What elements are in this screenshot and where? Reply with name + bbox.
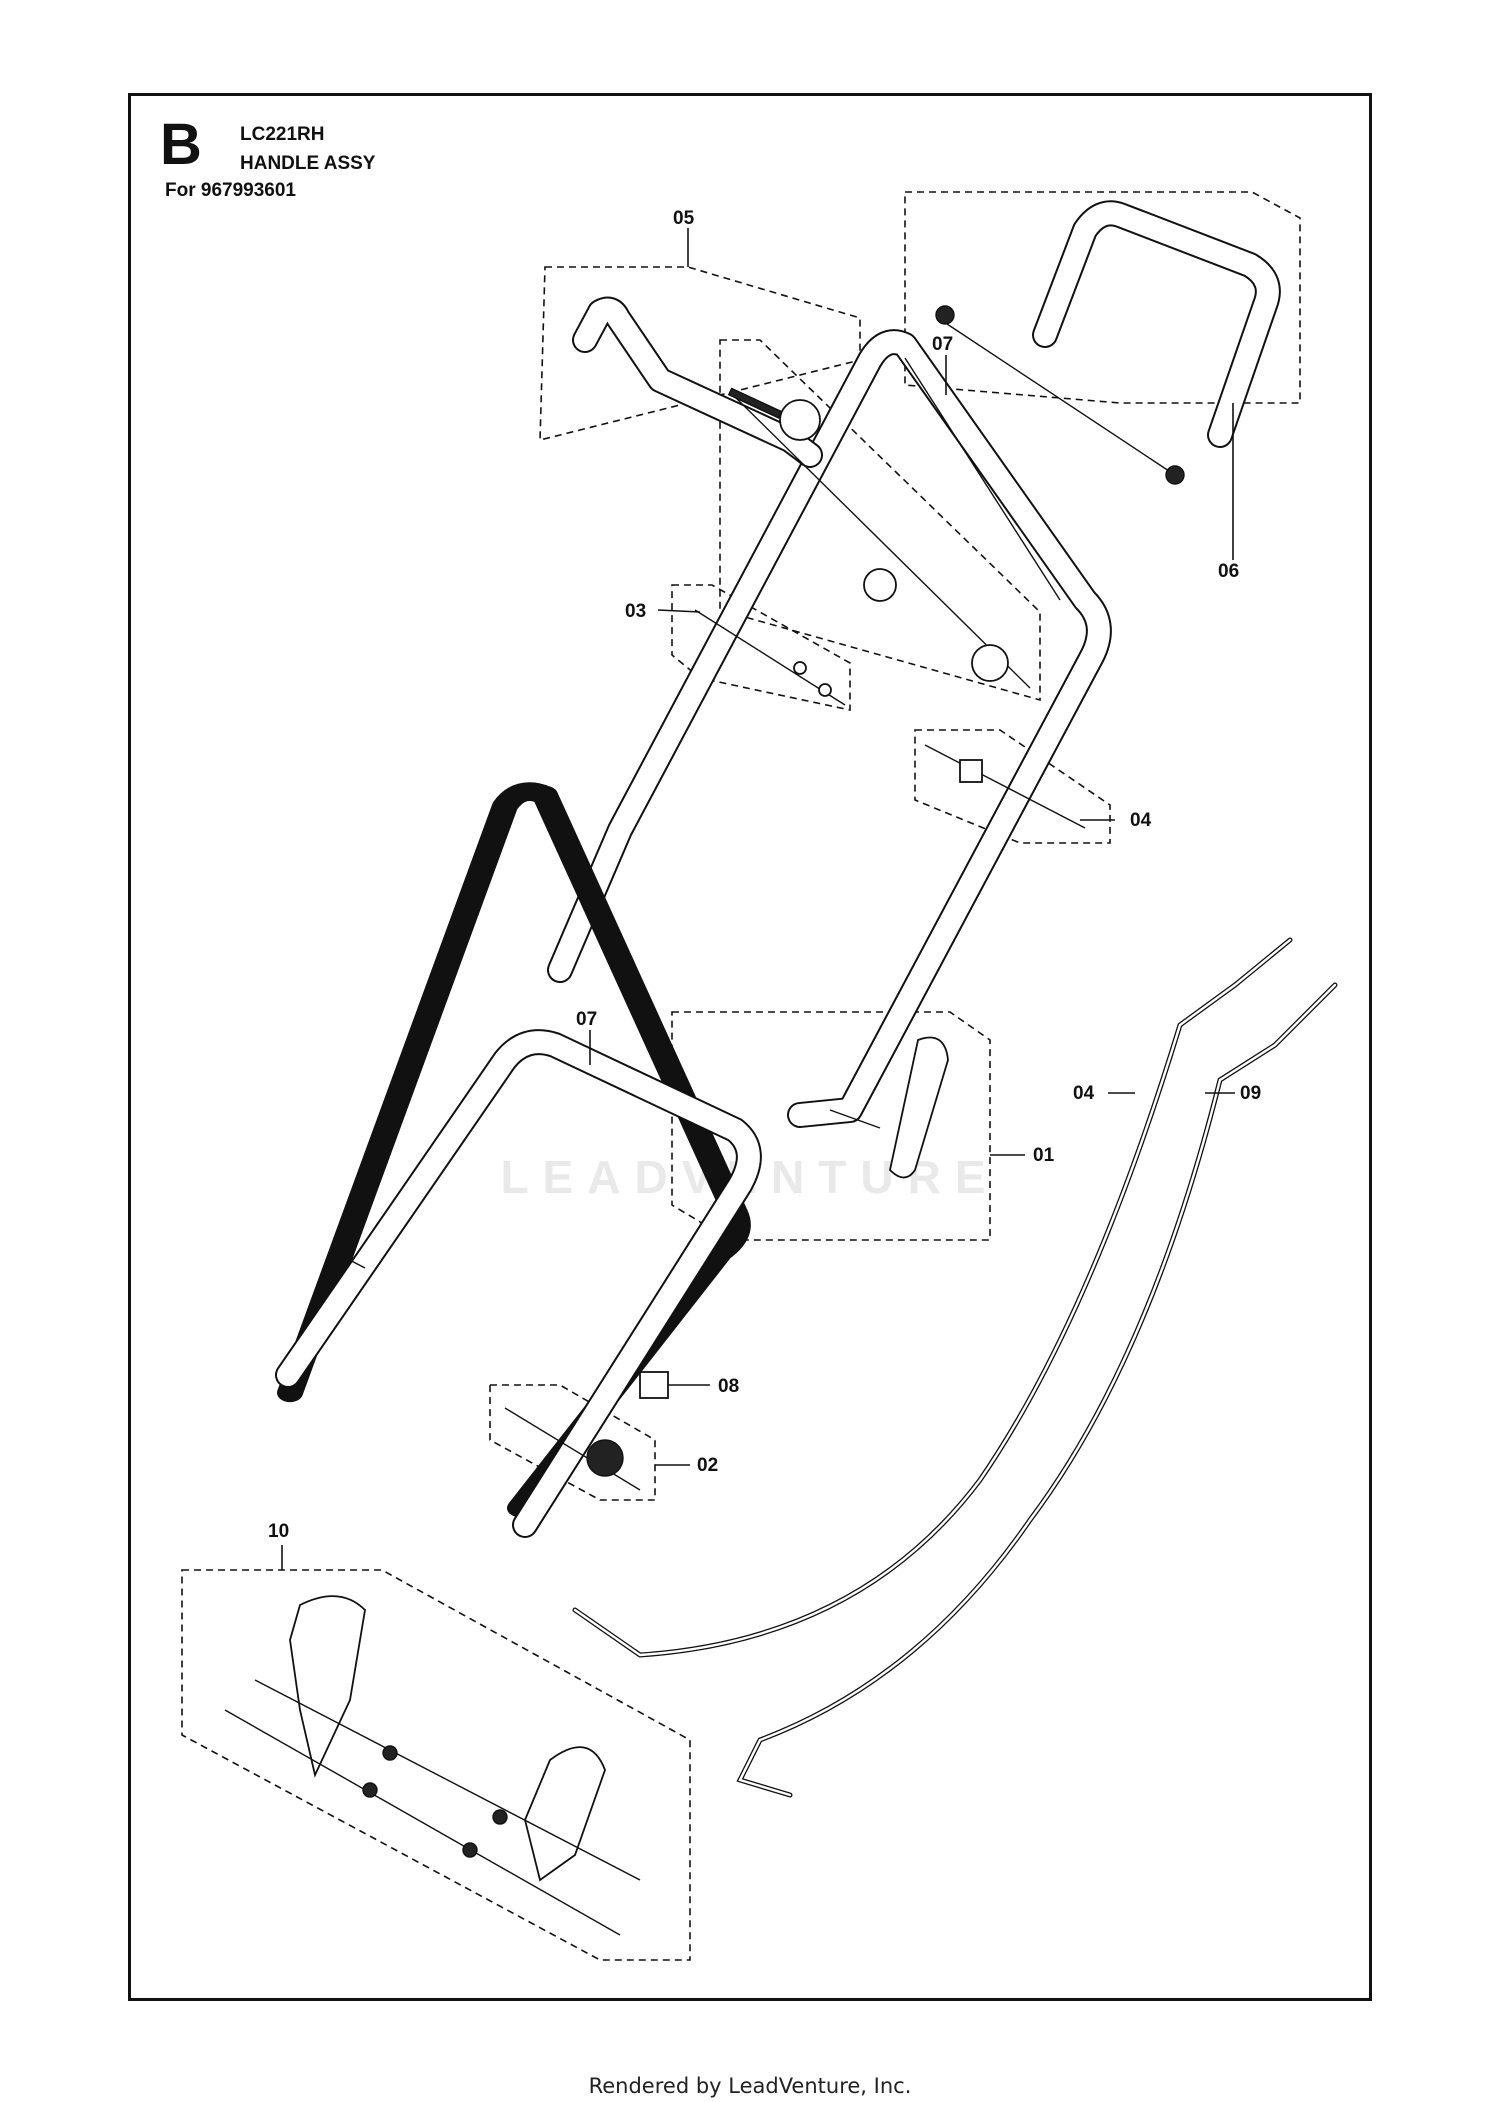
callout-04-upper: 04: [1130, 810, 1152, 831]
lever-01: [889, 1036, 949, 1179]
group-box-02: [489, 1384, 656, 1501]
clip-08: [639, 1371, 669, 1399]
knob-main: [779, 399, 821, 441]
block-04: [959, 759, 983, 783]
lower-handle-main-inner: [277, 1031, 760, 1536]
nut-10-c: [492, 1809, 508, 1825]
bracket-10-right: [524, 1746, 606, 1882]
axis-line-06: [937, 317, 1176, 476]
knob-06-right: [1165, 465, 1185, 485]
group-box-10: [181, 1569, 691, 1961]
bracket-10-left: [289, 1595, 366, 1778]
bushing-main: [863, 568, 897, 602]
nut-03: [818, 683, 832, 697]
bail-bar-05-inner: [574, 298, 821, 466]
footer-credit: Rendered by LeadVenture, Inc.: [588, 2074, 912, 2098]
lower-handle-joint: [339, 1254, 366, 1269]
axis-10-b: [224, 1709, 621, 1936]
callout-03: 03: [625, 601, 646, 622]
for-part-number: For 967993601: [165, 180, 296, 201]
nut-10-b: [362, 1782, 378, 1798]
group-box-03: [671, 584, 851, 711]
pin-01: [829, 1109, 881, 1129]
callout-07-lower: 07: [576, 1009, 597, 1030]
cable-09-inner: [738, 983, 1337, 1797]
main-bolt-axis: [729, 391, 1031, 689]
knob-02: [586, 1439, 624, 1477]
nut-10-a: [382, 1745, 398, 1761]
lower-handle-tube: [277, 782, 751, 1518]
callout-06: 06: [1218, 561, 1239, 582]
upper-handle-grip: [904, 357, 1061, 601]
model-number: LC221RH: [240, 124, 325, 145]
group-box-05: [539, 266, 861, 442]
axis-02: [504, 1407, 641, 1491]
callout-04-lower: 04: [1073, 1083, 1095, 1104]
callout-09: 09: [1240, 1083, 1261, 1104]
callout-08: 08: [718, 1376, 739, 1397]
assembly-title: HANDLE ASSY: [240, 153, 376, 174]
axis-04: [924, 744, 1086, 829]
callout-10: 10: [268, 1521, 289, 1542]
callout-07-upper: 07: [932, 334, 953, 355]
handlebar-06-inner: [1034, 202, 1279, 446]
washer-03: [793, 661, 807, 675]
cable-04-inner: [573, 938, 1292, 1657]
nut-10-d: [462, 1842, 478, 1858]
leader-03: [657, 609, 701, 613]
group-box-main-bolt: [719, 339, 1041, 702]
knob-06-left: [935, 305, 955, 325]
upper-handle-tube-inner: [549, 331, 1110, 1126]
knob-main-2: [971, 644, 1009, 682]
callout-05: 05: [673, 208, 695, 229]
section-letter: B: [160, 112, 202, 177]
drawing-frame: [128, 93, 1372, 2001]
group-box-04-upper: [914, 729, 1111, 844]
group-box-01: [671, 1011, 991, 1241]
axis-10-a: [254, 1679, 641, 1881]
callout-02: 02: [697, 1455, 718, 1476]
callout-01: 01: [1033, 1145, 1055, 1166]
